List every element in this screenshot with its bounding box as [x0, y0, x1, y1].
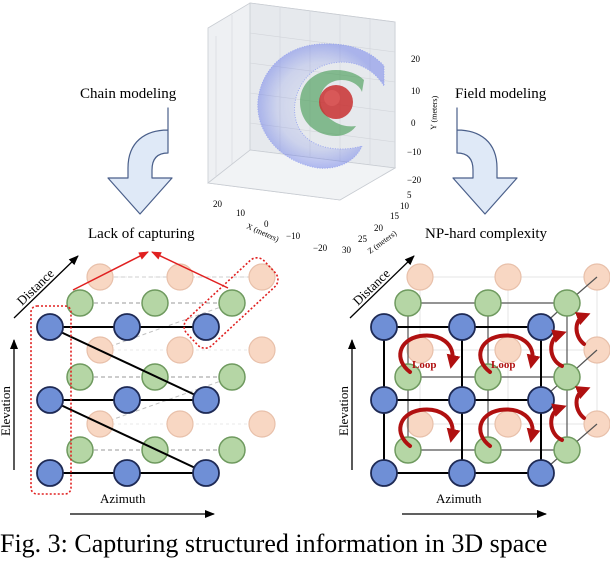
loop-arrow-icon	[478, 407, 541, 448]
loop-arrow-icon	[478, 333, 541, 374]
np-hard-label: NP-hard complexity	[425, 226, 548, 242]
z-tick: 10	[400, 201, 410, 211]
x-tick: −10	[286, 231, 301, 241]
x-tick: 10	[236, 208, 246, 218]
elevation-label-right: Elevation	[336, 386, 351, 436]
chain-modeling-arrow	[107, 107, 173, 215]
y-tick: −20	[407, 175, 422, 185]
point-cloud-plot: 20 10 0 −10 −20 20 10 0 −10 −20 30 25 20…	[207, 2, 439, 256]
chain-modeling-label: Chain modeling	[80, 86, 177, 102]
loop-label: Loop	[412, 359, 436, 371]
z-tick: 25	[358, 234, 368, 244]
x-axis-label: X (meters)	[245, 222, 280, 244]
loop-label: Loop	[491, 359, 515, 371]
y-tick: 20	[411, 54, 421, 64]
lack-of-capturing-label: Lack of capturing	[88, 226, 195, 242]
x-tick: −20	[313, 243, 328, 253]
y-tick: 10	[411, 86, 421, 96]
x-tick: 0	[264, 219, 269, 229]
field-modeling-arrow	[452, 107, 518, 215]
loop-arrow-icon	[549, 329, 567, 368]
azimuth-label-right: Azimuth	[436, 491, 482, 506]
y-axis-label: Y (meters)	[429, 95, 439, 130]
loop-arrow-icon	[549, 403, 567, 442]
elevation-label-left: Elevation	[0, 386, 13, 436]
distance-label-left: Distance	[14, 266, 57, 309]
loop-arrow-icon	[574, 312, 591, 346]
distance-label-right: Distance	[350, 266, 393, 309]
loop-arrow-icon	[398, 407, 461, 448]
z-tick: 5	[407, 190, 412, 200]
z-tick: 15	[390, 211, 400, 221]
loop-arrow-icon	[398, 333, 461, 374]
field-modeling-label: Field modeling	[455, 86, 547, 102]
chain-grid	[30, 251, 279, 495]
loop-arrow-icon	[574, 386, 591, 420]
z-tick: 20	[374, 223, 384, 233]
figure-caption: Fig. 3: Capturing structured information…	[0, 529, 548, 558]
azimuth-label-left: Azimuth	[100, 491, 146, 506]
y-tick: 0	[411, 118, 416, 128]
y-tick: −10	[407, 147, 422, 157]
field-grid: Loop Loop	[370, 263, 610, 487]
z-tick: 30	[342, 245, 352, 255]
x-tick: 20	[213, 199, 223, 209]
